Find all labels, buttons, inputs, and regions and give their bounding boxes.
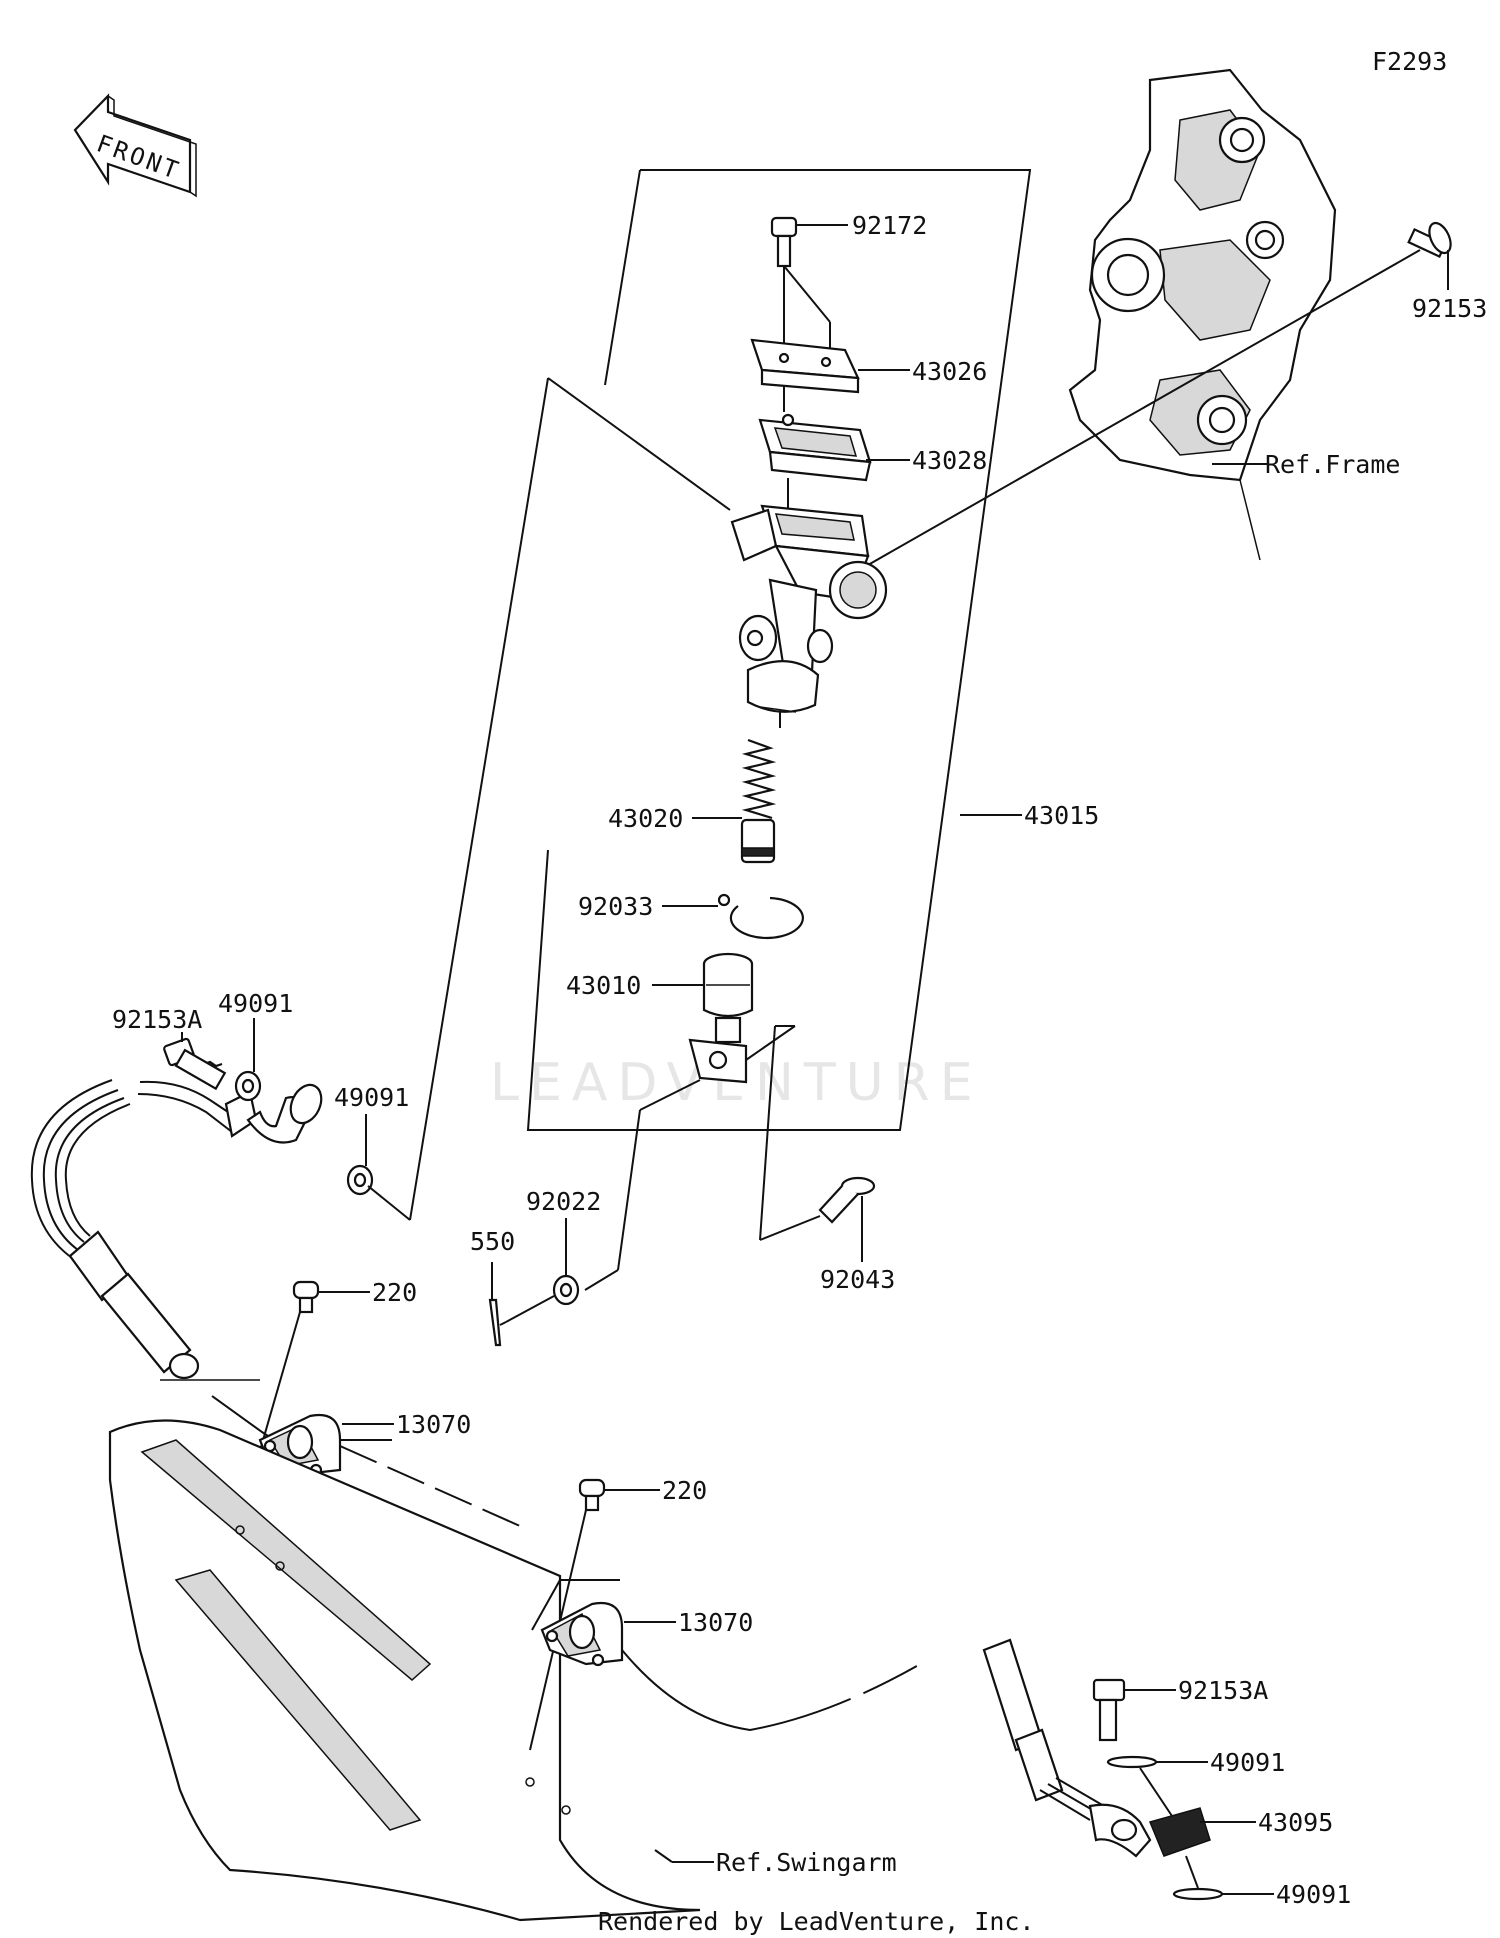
label-92043: 92043 <box>820 1265 895 1294</box>
spring-43020 <box>740 738 777 864</box>
label-92153: 92153 <box>1412 294 1487 323</box>
washer-92022 <box>552 1274 580 1306</box>
label-92172: 92172 <box>852 211 927 240</box>
washer-49091-a <box>234 1070 262 1102</box>
ref-swingarm-label: Ref.Swingarm <box>716 1848 897 1877</box>
label-13070-b: 13070 <box>678 1608 753 1637</box>
label-220-a: 220 <box>372 1278 417 1307</box>
pin-92043 <box>818 1176 876 1224</box>
figure-code: F2293 <box>1372 47 1447 76</box>
bolt-92153A-bottom <box>1092 1678 1126 1742</box>
cotter-pin-550 <box>488 1298 502 1347</box>
washer-49091-b <box>346 1164 374 1196</box>
label-92022: 92022 <box>526 1187 601 1216</box>
bolt-92153 <box>1407 221 1452 258</box>
frame-reference <box>1068 68 1337 561</box>
clamp-13070-b <box>540 1601 624 1667</box>
ref-frame-label: Ref.Frame <box>1265 450 1400 479</box>
screw-92172 <box>770 216 798 268</box>
master-cylinder-body <box>730 504 888 713</box>
label-49091-a: 49091 <box>218 989 293 1018</box>
label-43010: 43010 <box>566 971 641 1000</box>
assembly-43015-bracket <box>526 169 1032 1131</box>
label-43026: 43026 <box>912 357 987 386</box>
label-43095: 43095 <box>1258 1808 1333 1837</box>
brake-hose-lower <box>621 1618 1211 1858</box>
screw-220-b <box>578 1478 606 1512</box>
bolt-92153A-top <box>163 1037 227 1091</box>
swingarm-reference <box>108 1419 701 1922</box>
label-43028: 43028 <box>912 446 987 475</box>
screw-220-a <box>292 1280 320 1314</box>
label-49091-d: 49091 <box>1276 1880 1351 1909</box>
cap-43026 <box>750 338 860 394</box>
label-92153A-top: 92153A <box>112 1005 202 1034</box>
brake-hose-upper <box>30 1079 323 1381</box>
label-13070-a: 13070 <box>396 1410 471 1439</box>
label-92153A-bottom: 92153A <box>1178 1676 1268 1705</box>
footer-credit: Rendered by LeadVenture, Inc. <box>598 1907 1035 1936</box>
label-49091-b: 49091 <box>334 1083 409 1112</box>
diaphragm-43028 <box>758 413 872 482</box>
circlip-92033 <box>717 893 804 940</box>
washer-49091-d <box>1172 1887 1224 1901</box>
label-43020: 43020 <box>608 804 683 833</box>
label-43015: 43015 <box>1024 801 1099 830</box>
label-220-b: 220 <box>662 1476 707 1505</box>
washer-49091-c <box>1106 1755 1158 1769</box>
label-92033: 92033 <box>578 892 653 921</box>
piston-43010 <box>688 952 754 1084</box>
label-550: 550 <box>470 1227 515 1256</box>
label-49091-c: 49091 <box>1210 1748 1285 1777</box>
front-arrow-icon: FRONT <box>73 93 197 198</box>
